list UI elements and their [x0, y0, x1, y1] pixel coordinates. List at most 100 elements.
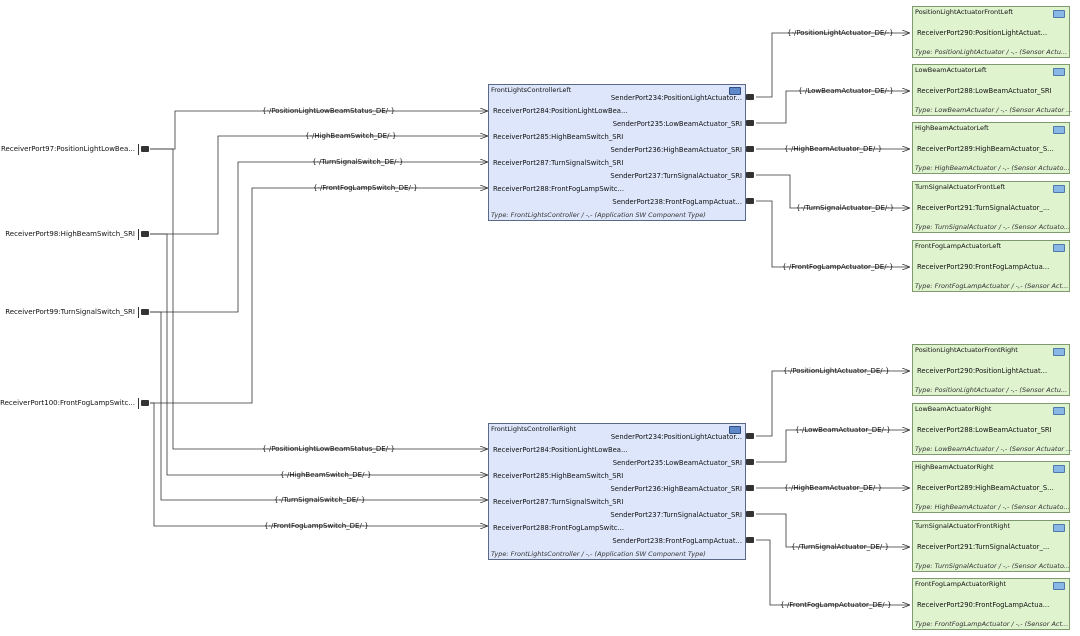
- connector-label: {-/LowBeamActuator_DE/-}: [798, 87, 894, 95]
- actuator-box[interactable]: TurnSignalActuatorFrontLeft ReceiverPort…: [912, 181, 1070, 233]
- actuator-box[interactable]: LowBeamActuatorLeft ReceiverPort288:LowB…: [912, 64, 1073, 116]
- left-port-97-bar: [138, 144, 139, 155]
- left-port-98-bar: [138, 229, 139, 240]
- actuator-box[interactable]: HighBeamActuatorLeft ReceiverPort289:Hig…: [912, 122, 1070, 174]
- sender-plug[interactable]: [746, 485, 754, 491]
- actuator-type: Type: PositionLightActuator / -,- (Senso…: [915, 386, 1068, 394]
- wire-p100-left: [150, 188, 488, 404]
- wire-p97-left: [150, 111, 488, 150]
- left-port-98-label: ReceiverPort98:HighBeamSwitch_SRI: [5, 230, 135, 238]
- connector-label: {-/HighBeamActuator_DE/-}: [784, 484, 883, 492]
- connector-label: {-/FrontFogLampActuator_DE/-}: [780, 601, 892, 609]
- wire-p97-right: [150, 148, 488, 449]
- actuator-title: FrontFogLampActuatorRight: [915, 580, 1006, 588]
- actuator-port-label: ReceiverPort290:PositionLightActuat...: [917, 29, 1048, 37]
- connector-label: {-/TurnSignalSwitch_DE/-}: [312, 158, 404, 166]
- sender-plug[interactable]: [746, 459, 754, 465]
- sender-plug[interactable]: [746, 537, 754, 543]
- receiver-port-label: ReceiverPort288:FrontFogLampSwitc...: [493, 185, 625, 193]
- actuator-box[interactable]: FrontFogLampActuatorLeft ReceiverPort290…: [912, 240, 1070, 292]
- actuator-type: Type: PositionLightActuator / -,- (Senso…: [915, 48, 1068, 56]
- wire-cl-s235: [756, 91, 910, 124]
- receiver-port-label: ReceiverPort285:HighBeamSwitch_SRI: [493, 133, 624, 141]
- actuator-title: LowBeamActuatorRight: [915, 405, 992, 413]
- wire-cr-s237: [756, 513, 910, 547]
- controller-left-type: Type: FrontLightsController / -,- (Appli…: [491, 211, 706, 219]
- sender-plug[interactable]: [746, 511, 754, 517]
- controller-left-box[interactable]: FrontLightsControllerLeft SenderPort234:…: [488, 84, 746, 221]
- actuator-title: HighBeamActuatorRight: [915, 463, 994, 471]
- receiver-port-label: ReceiverPort284:PositionLightLowBea...: [493, 107, 628, 115]
- connector-label: {-/FrontFogLampActuator_DE/-}: [782, 263, 894, 271]
- component-icon: [1053, 10, 1065, 18]
- actuator-type: Type: LowBeamActuator / -,- (Sensor Actu…: [915, 106, 1073, 114]
- component-icon: [1053, 68, 1065, 76]
- left-port-98-plug[interactable]: [141, 231, 149, 237]
- actuator-type: Type: TurnSignalActuator / -,- (Sensor A…: [915, 223, 1071, 231]
- actuator-title: HighBeamActuatorLeft: [915, 124, 989, 132]
- connector-label: {-/PositionLightActuator_DE/-}: [783, 367, 890, 375]
- left-port-100-plug[interactable]: [141, 400, 149, 406]
- connector-label: {-/FrontFogLampSwitch_DE/-}: [264, 522, 369, 530]
- connector-label: {-/LowBeamActuator_DE/-}: [795, 426, 891, 434]
- actuator-type: Type: FrontFogLampActuator / -,- (Sensor…: [915, 620, 1069, 628]
- wire-p99-left: [150, 162, 488, 313]
- actuator-title: TurnSignalActuatorFrontRight: [915, 522, 1011, 530]
- actuator-box[interactable]: FrontFogLampActuatorRight ReceiverPort29…: [912, 578, 1070, 630]
- actuator-box[interactable]: TurnSignalActuatorFrontRight ReceiverPor…: [912, 520, 1070, 572]
- sender-port-label: SenderPort237:TurnSignalActuator_SRI: [610, 172, 742, 180]
- sender-plug[interactable]: [746, 120, 754, 126]
- actuator-box[interactable]: LowBeamActuatorRight ReceiverPort288:Low…: [912, 403, 1073, 455]
- sender-plug[interactable]: [746, 94, 754, 100]
- connector-label: {-/TurnSignalSwitch_DE/-}: [274, 496, 366, 504]
- actuator-port-label: ReceiverPort290:FrontFogLampActua...: [917, 263, 1050, 271]
- actuator-title: PositionLightActuatorFrontRight: [915, 346, 1018, 354]
- left-port-99-label: ReceiverPort99:TurnSignalSwitch_SRI: [5, 308, 135, 316]
- actuator-box[interactable]: PositionLightActuatorFrontRight Receiver…: [912, 344, 1070, 396]
- sender-plug[interactable]: [746, 198, 754, 204]
- wire-cr-s235: [756, 430, 910, 463]
- actuator-title: TurnSignalActuatorFrontLeft: [915, 183, 1006, 191]
- wire-p99-right: [150, 311, 488, 500]
- connector-label: {-/TurnSignalActuator_DE/-}: [791, 543, 890, 551]
- actuator-title: FrontFogLampActuatorLeft: [915, 242, 1002, 250]
- wire-p98-right: [150, 233, 488, 475]
- left-port-97-label: ReceiverPort97:PositionLightLowBea...: [0, 145, 135, 153]
- component-icon: [1053, 465, 1065, 473]
- left-port-99-plug[interactable]: [141, 309, 149, 315]
- controller-left-title: FrontLightsControllerLeft: [491, 86, 572, 94]
- actuator-title: LowBeamActuatorLeft: [915, 66, 987, 74]
- wire-cl-s237: [756, 174, 910, 208]
- sender-plug[interactable]: [746, 433, 754, 439]
- sender-port-label: SenderPort238:FrontFogLampActuat...: [612, 198, 742, 206]
- controller-right-box[interactable]: FrontLightsControllerRight SenderPort234…: [488, 423, 746, 560]
- actuator-type: Type: FrontFogLampActuator / -,- (Sensor…: [915, 282, 1069, 290]
- sender-port-label: SenderPort236:HighBeamActuator_SRI: [610, 485, 742, 493]
- actuator-port-label: ReceiverPort290:FrontFogLampActua...: [917, 601, 1050, 609]
- receiver-port-label: ReceiverPort287:TurnSignalSwitch_SRI: [493, 159, 624, 167]
- actuator-port-label: ReceiverPort288:LowBeamActuator_SRI: [917, 426, 1052, 434]
- component-icon: [1053, 185, 1065, 193]
- receiver-port-label: ReceiverPort288:FrontFogLampSwitc...: [493, 524, 625, 532]
- wire-cr-s234: [756, 371, 910, 437]
- left-port-97-plug[interactable]: [141, 146, 149, 152]
- controller-right-type: Type: FrontLightsController / -,- (Appli…: [491, 550, 706, 558]
- actuator-port-label: ReceiverPort289:HighBeamActuator_S...: [917, 145, 1054, 153]
- connector-label: {-/PositionLightLowBeamStatus_DE/-}: [262, 107, 396, 115]
- actuator-type: Type: LowBeamActuator / -,- (Sensor Actu…: [915, 445, 1073, 453]
- sender-plug[interactable]: [746, 172, 754, 178]
- sender-port-label: SenderPort234:PositionLightActuator...: [610, 94, 742, 102]
- sender-port-label: SenderPort237:TurnSignalActuator_SRI: [610, 511, 742, 519]
- actuator-box[interactable]: PositionLightActuatorFrontLeft ReceiverP…: [912, 6, 1070, 58]
- actuator-box[interactable]: HighBeamActuatorRight ReceiverPort289:Hi…: [912, 461, 1070, 513]
- sender-plug[interactable]: [746, 146, 754, 152]
- left-port-100-bar: [138, 398, 139, 409]
- sender-port-label: SenderPort234:PositionLightActuator...: [610, 433, 742, 441]
- wire-cl-s238: [756, 200, 910, 267]
- receiver-port-label: ReceiverPort287:TurnSignalSwitch_SRI: [493, 498, 624, 506]
- wire-p98-left: [150, 136, 488, 235]
- actuator-type: Type: HighBeamActuator / -,- (Sensor Act…: [915, 503, 1070, 511]
- connector-label: {-/HighBeamActuator_DE/-}: [784, 145, 883, 153]
- connector-label: {-/TurnSignalActuator_DE/-}: [796, 204, 895, 212]
